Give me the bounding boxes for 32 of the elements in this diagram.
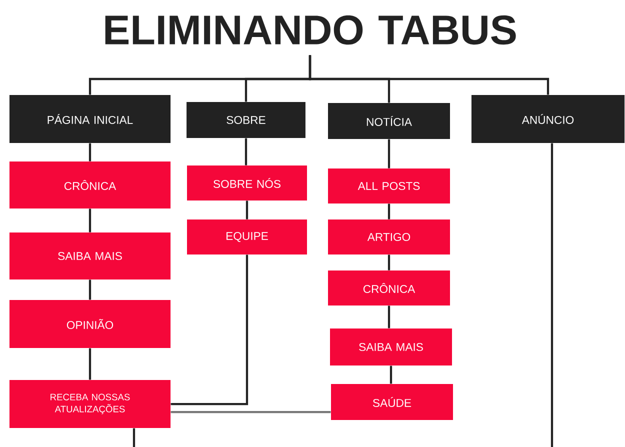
connector-line	[388, 139, 390, 168]
connector-line	[308, 55, 550, 95]
connector-line	[170, 410, 331, 414]
connector-line	[88, 348, 92, 380]
connector-line	[388, 204, 390, 220]
title: ELIMINANDO TABUS	[105, 15, 516, 45]
category-box: ANÚNCIO	[471, 95, 625, 143]
page-box: OPINIÃO	[9, 300, 171, 348]
page-box: SAÚDE	[331, 384, 453, 420]
connector-line	[88, 208, 92, 232]
connector-line	[244, 138, 248, 166]
page-box: ALL POSTS	[328, 168, 450, 204]
connector-line	[550, 143, 554, 447]
connector-line	[132, 428, 136, 447]
page-box: CRÔNICA	[9, 162, 171, 208]
category-box: PÁGINA INICIAL	[9, 95, 171, 143]
page-box: CRÔNICA	[328, 270, 450, 306]
connector-line	[388, 254, 390, 270]
page-box: SOBRE NÓS	[187, 166, 307, 200]
connector-line	[388, 306, 390, 328]
category-box: NOTÍCIA	[328, 103, 450, 139]
connector-line	[88, 280, 92, 300]
page-box: SAIBA MAIS	[9, 232, 171, 280]
connector-line	[246, 200, 248, 220]
page-box: SAIBA MAIS	[330, 328, 452, 366]
connector-line	[170, 254, 248, 406]
connector-line	[390, 366, 392, 384]
page-box: RECEBA NOSSAS ATUALIZAÇÕES	[9, 380, 171, 428]
category-box: SOBRE	[186, 102, 306, 138]
page-box: EQUIPE	[187, 220, 307, 254]
connector-line	[88, 143, 92, 162]
page-box: ARTIGO	[328, 220, 450, 254]
